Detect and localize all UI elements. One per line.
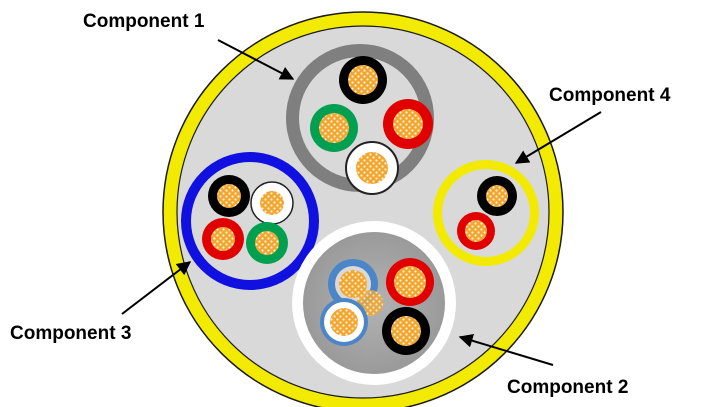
component-1-conductor-white: [345, 141, 399, 195]
label-component-4: Component 4: [549, 85, 671, 106]
component-3-fill: [191, 162, 309, 280]
component-4-conductor-red: [457, 212, 495, 250]
arrow-component-1: [217, 39, 295, 80]
component-3-bundle: [181, 152, 319, 290]
arrow-component-3: [121, 261, 192, 315]
arrow-component-4: [514, 111, 602, 164]
component-1-bundle: [286, 44, 434, 195]
component-3-conductor-green: [246, 222, 288, 264]
component-3-conductor-white: [250, 181, 294, 225]
arrow-component-2: [458, 333, 554, 366]
component-3-conductor-black: [208, 175, 250, 217]
label-component-2: Component 2: [507, 377, 628, 398]
leader-arrows: [121, 39, 602, 366]
label-component-1: Component 1: [83, 11, 205, 32]
component-4-conductor-black: [477, 176, 517, 216]
component-4-bundle: [433, 160, 539, 266]
cable-outer-jacket: [162, 11, 564, 407]
component-1-conductor-black: [339, 56, 387, 104]
component-3-conductor-red: [202, 218, 244, 260]
label-component-3: Component 3: [10, 323, 131, 344]
component-2-conductor-black: [382, 307, 430, 355]
component-2-conductor-red: [386, 258, 434, 306]
cable-core-fill: [176, 25, 550, 399]
component-2-bundle: [292, 221, 456, 385]
component-2-conductor-white: [320, 298, 368, 346]
component-1-conductor-red: [383, 99, 433, 149]
component-1-conductor-green: [310, 104, 358, 152]
